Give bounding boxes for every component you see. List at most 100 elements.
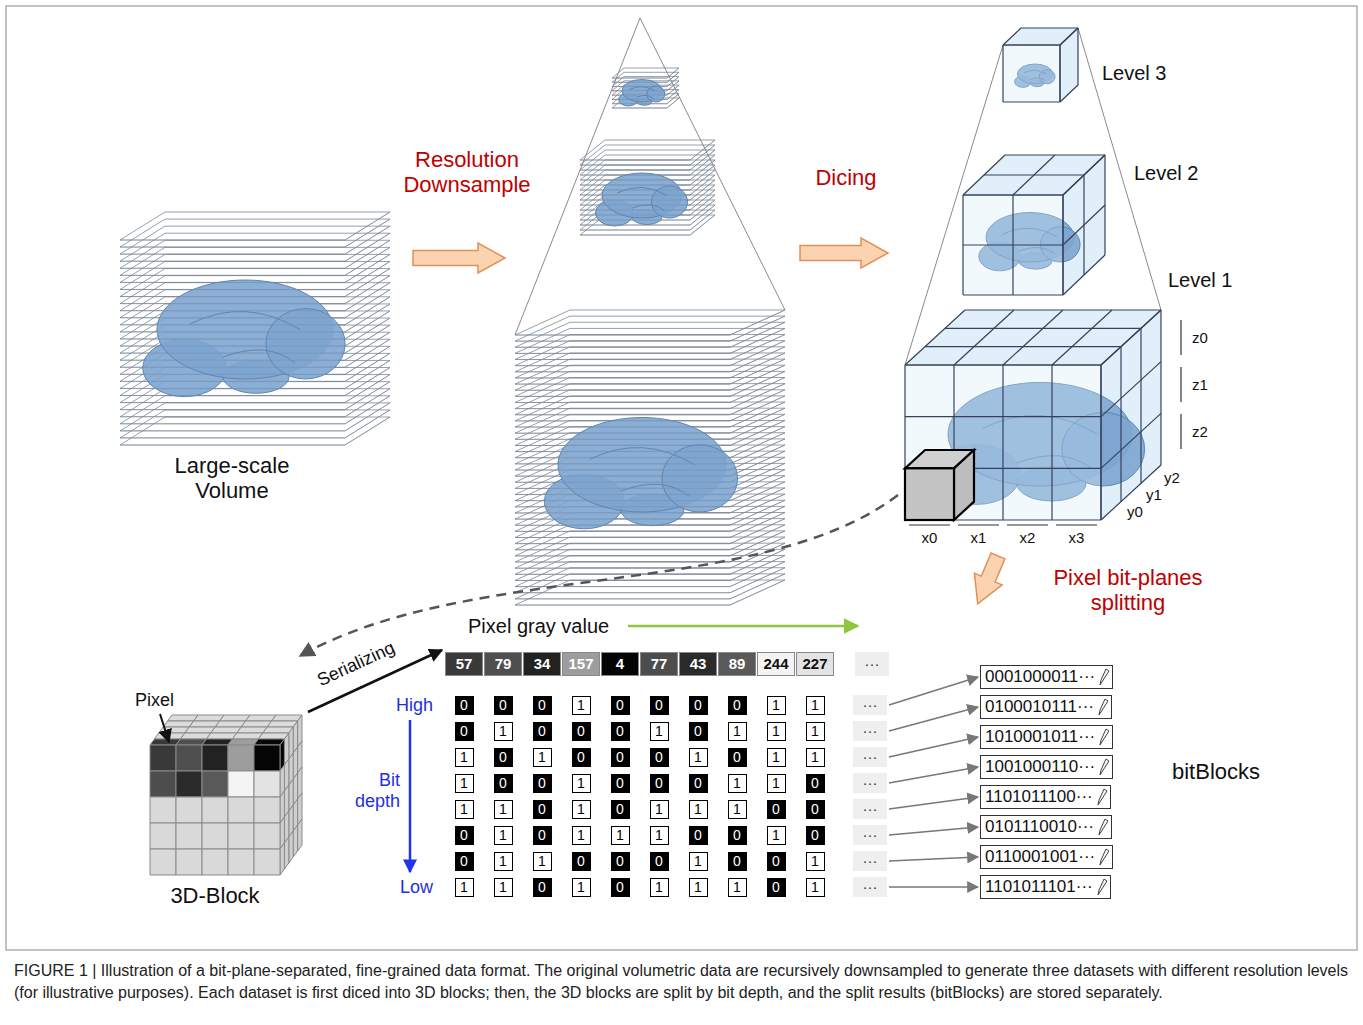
illustration-part: [1002, 45, 1003, 102]
illustration-part: [1101, 413, 1161, 468]
illustration-part: [1060, 28, 1078, 102]
illustration-part: [1052, 310, 1112, 365]
illustration-part: [159, 727, 189, 733]
illustration-part: [1101, 310, 1161, 365]
bit-cell: 1: [806, 852, 825, 871]
illustration-part: [515, 378, 785, 403]
illustration-part: [1059, 45, 1060, 102]
bit-cell: 0: [455, 722, 474, 741]
step-label: Dicing: [815, 165, 876, 190]
block-label: 3D-Block: [170, 883, 259, 908]
illustration-part: [965, 309, 1161, 310]
illustration-part: [515, 433, 785, 458]
page-curl: [1096, 878, 1108, 896]
bit-cell: 1: [650, 826, 669, 845]
bit-cell: 1: [494, 878, 513, 897]
slice-stack: [120, 212, 390, 445]
illustration-part: [120, 360, 390, 388]
ellipsis-cell: ···: [855, 652, 889, 676]
illustration-part: [905, 364, 1101, 365]
axis-brackets: [909, 320, 1181, 525]
bitblock-text: 0100010111···: [985, 697, 1094, 716]
illustration-part: [223, 350, 295, 363]
page-curl: [1098, 848, 1110, 866]
ellipsis-cell: ···: [853, 695, 887, 715]
ellipsis-text: ···: [863, 826, 878, 843]
illustration-part: [228, 771, 254, 797]
bit-cell: 1: [650, 878, 669, 897]
bit-cell: 0: [689, 826, 708, 845]
bit-cell: 1: [689, 748, 708, 767]
illustration-part: [220, 715, 250, 721]
axis-label: y0: [1127, 503, 1143, 520]
illustration-part: [1060, 28, 1078, 45]
illustration-part: [120, 389, 390, 417]
illustration-part: [120, 318, 390, 346]
illustration-part: [515, 488, 785, 513]
illustration-part: [206, 733, 236, 739]
illustration-part: [120, 410, 390, 438]
bit-cell: 1: [494, 800, 513, 819]
illustration-part: [905, 416, 1101, 417]
bitblock-box: 1101011101···: [980, 875, 1111, 899]
axis-label: z2: [1192, 423, 1208, 440]
bit-cell: 0: [689, 696, 708, 715]
ellipsis-cell: ···: [853, 773, 887, 793]
illustration-part: [120, 332, 390, 360]
illustration-part: [409, 720, 412, 872]
pixel-value-cell: 43: [679, 652, 717, 676]
illustration-part: [1003, 44, 1060, 45]
illustration-part: [905, 310, 965, 365]
illustration-part: [202, 739, 232, 745]
illustration-part: [160, 714, 169, 742]
bit-cell: 0: [611, 748, 630, 767]
bit-cell: 0: [728, 748, 747, 767]
bit-cell: 1: [728, 774, 747, 793]
bit-cell: 1: [572, 826, 591, 845]
illustration-part: [1120, 347, 1121, 502]
illustration-part: [120, 339, 390, 367]
axis-label: x1: [971, 529, 987, 546]
bit-order-label: Low: [400, 877, 433, 898]
illustration-part: [272, 715, 302, 721]
illustration-part: [1007, 524, 1048, 525]
bitblock-box: 0100010111···: [980, 695, 1112, 719]
illustration-part: [1003, 45, 1060, 102]
illustration-part: [1062, 195, 1063, 295]
illustration-part: [580, 195, 715, 215]
bitblock-box: 0001000011···: [980, 665, 1113, 689]
illustration-part: [580, 145, 715, 165]
illustration-part: [1100, 365, 1101, 520]
bit-cell: 0: [572, 852, 591, 871]
illustration-part: [515, 482, 785, 507]
bit-cell: 1: [806, 696, 825, 715]
illustration-part: [241, 721, 271, 727]
illustration-part: [580, 190, 715, 210]
illustration-part: [163, 721, 193, 727]
illustration-part: [120, 219, 390, 247]
bit-cell: 1: [611, 826, 630, 845]
axis-label: x0: [922, 529, 938, 546]
illustration-part: [580, 170, 715, 190]
illustration-part: [1060, 85, 1078, 102]
process-arrow: [413, 243, 505, 273]
axis-label: y2: [1164, 469, 1180, 486]
illustration-part: [515, 519, 785, 544]
illustration-part: [120, 254, 390, 282]
illustration-part: [300, 495, 898, 656]
bit-cell: 0: [611, 722, 630, 741]
bit-cell: 1: [689, 800, 708, 819]
pixel-label: Pixel: [135, 690, 174, 711]
axis-label: z1: [1192, 376, 1208, 393]
illustration-part: [515, 414, 785, 439]
bit-cell: 1: [533, 852, 552, 871]
bit-cell: 0: [572, 722, 591, 741]
illustration-part: [254, 849, 280, 875]
illustration-part: [515, 500, 785, 525]
bit-cell: 0: [806, 774, 825, 793]
illustration-part: [1003, 28, 1021, 45]
bit-cell: 1: [533, 748, 552, 767]
selected-block: [905, 450, 974, 520]
pixel-value-cell: 77: [640, 652, 678, 676]
